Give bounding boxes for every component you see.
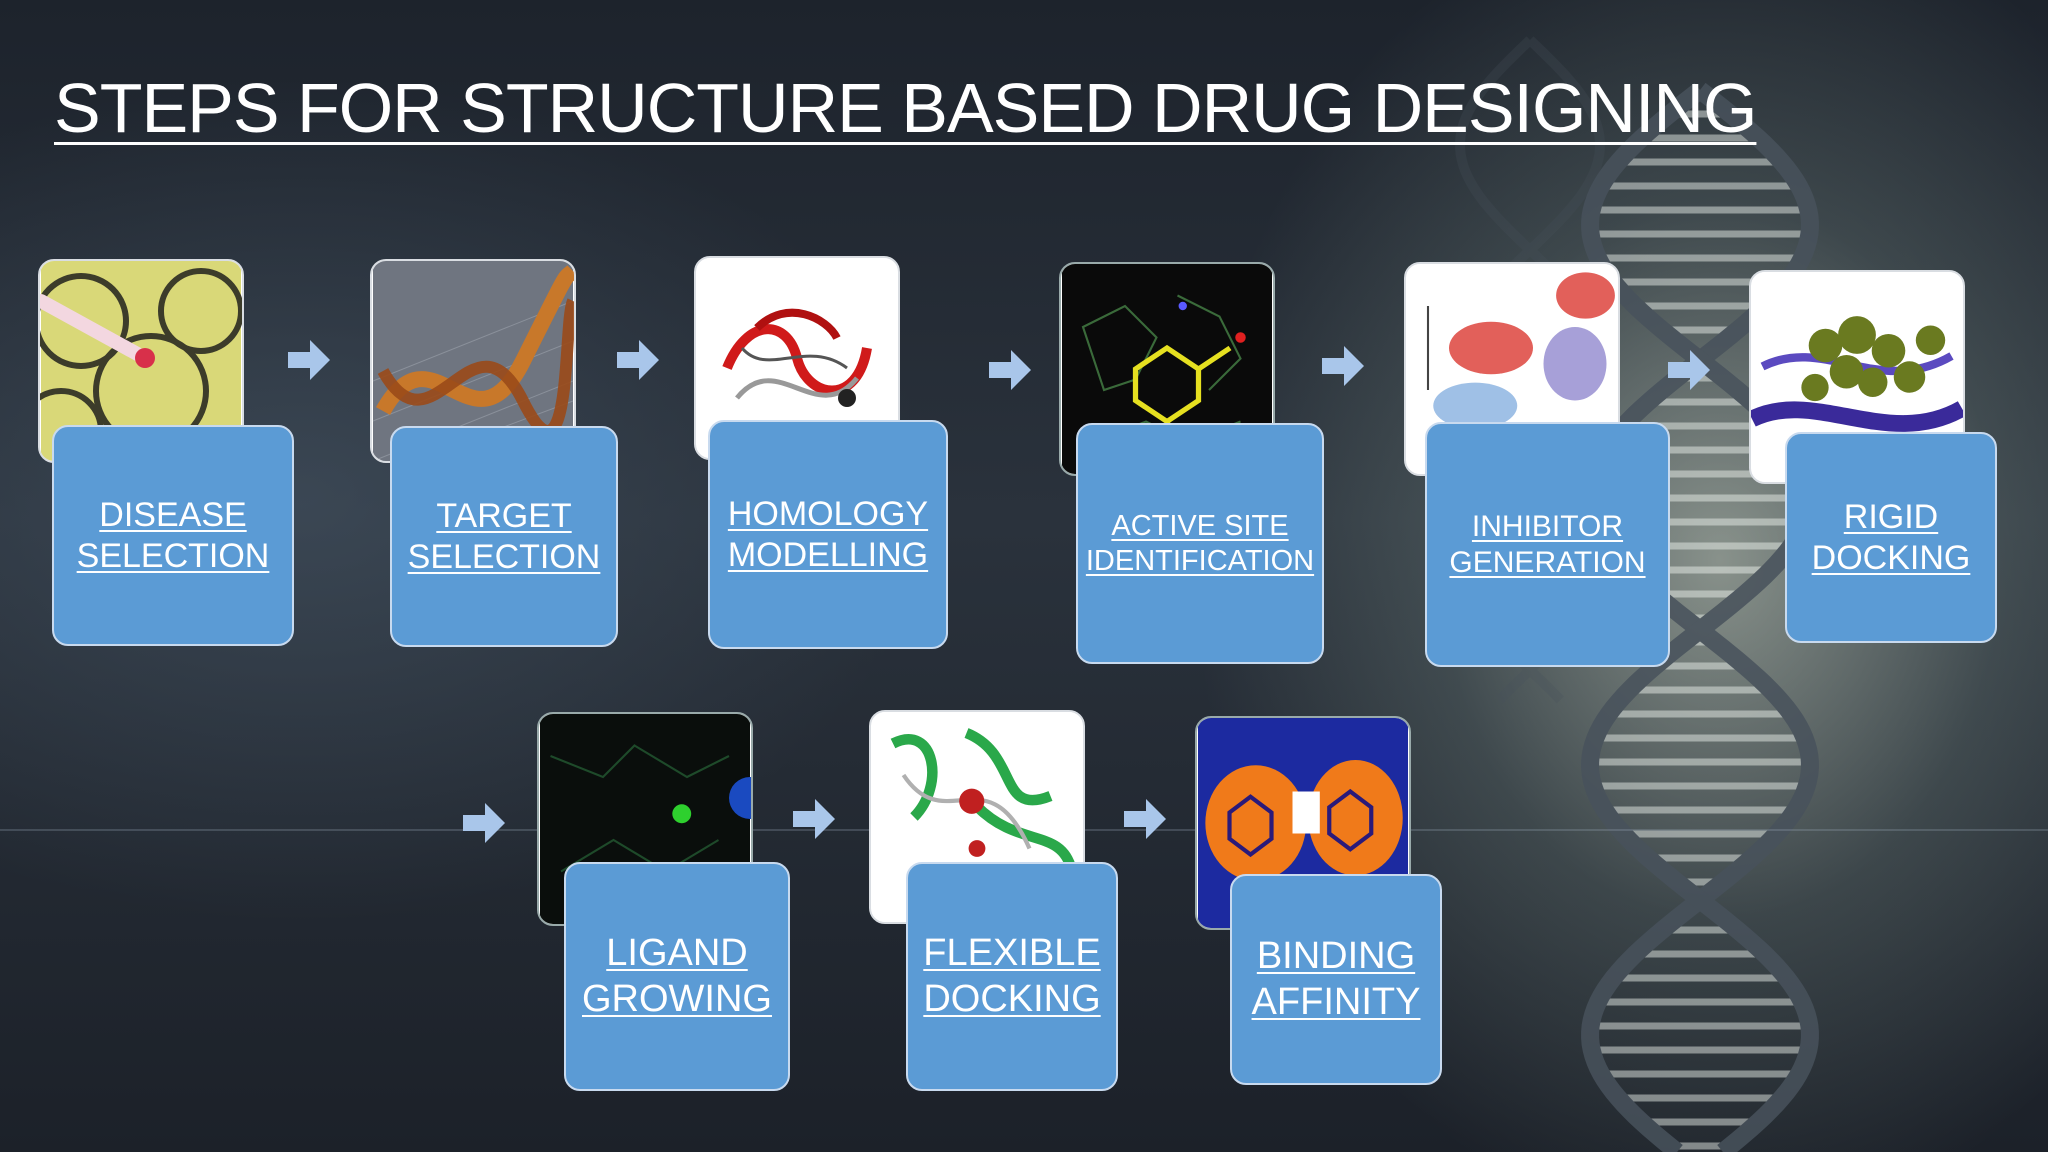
step-label-line1: TARGET [436,496,572,535]
step-label-line1: RIGID [1843,497,1939,536]
step-label-line2: IDENTIFICATION [1085,544,1315,577]
step-label-line1: ACTIVE SITE [1111,509,1289,542]
arrow-right-icon [1124,799,1166,839]
step-label-line1: HOMOLOGY [727,494,929,533]
step-label-line2: SELECTION [76,536,270,575]
step-binding-affinity[interactable]: BINDING AFFINITY [1230,874,1442,1085]
arrow-right-icon [793,799,835,839]
step-label-line1: FLEXIBLE [923,931,1101,974]
step-label-line1: INHIBITOR [1471,509,1624,543]
step-label-line2: DOCKING [1811,538,1971,577]
arrow-right-icon [463,803,505,843]
step-ligand-growing[interactable]: LIGAND GROWING [564,862,790,1091]
step-label-line2: SELECTION [407,537,601,576]
step-flexible-docking[interactable]: FLEXIBLE DOCKING [906,862,1118,1091]
step-label-line2: AFFINITY [1251,980,1421,1023]
step-label-line2: GROWING [582,977,772,1020]
step-disease-selection[interactable]: DISEASE SELECTION [52,425,294,646]
step-active-site-identification[interactable]: ACTIVE SITE IDENTIFICATION [1076,423,1324,664]
page-title: STEPS FOR STRUCTURE BASED DRUG DESIGNING [54,69,1757,147]
step-homology-modelling[interactable]: HOMOLOGY MODELLING [708,420,948,649]
arrow-right-icon [617,340,659,380]
arrow-right-icon [1668,350,1710,390]
step-label-line2: DOCKING [923,977,1101,1020]
arrow-right-icon [989,350,1031,390]
step-label-line2: MODELLING [727,535,929,574]
step-label-line1: DISEASE [99,495,247,534]
step-rigid-docking[interactable]: RIGID DOCKING [1785,432,1997,643]
step-inhibitor-generation[interactable]: INHIBITOR GENERATION [1425,422,1670,667]
step-label-line1: BINDING [1256,934,1416,977]
step-label-line2: GENERATION [1449,545,1646,579]
step-label-line1: LIGAND [606,931,748,974]
arrow-right-icon [288,340,330,380]
step-target-selection[interactable]: TARGET SELECTION [390,426,618,647]
arrow-right-icon [1322,346,1364,386]
